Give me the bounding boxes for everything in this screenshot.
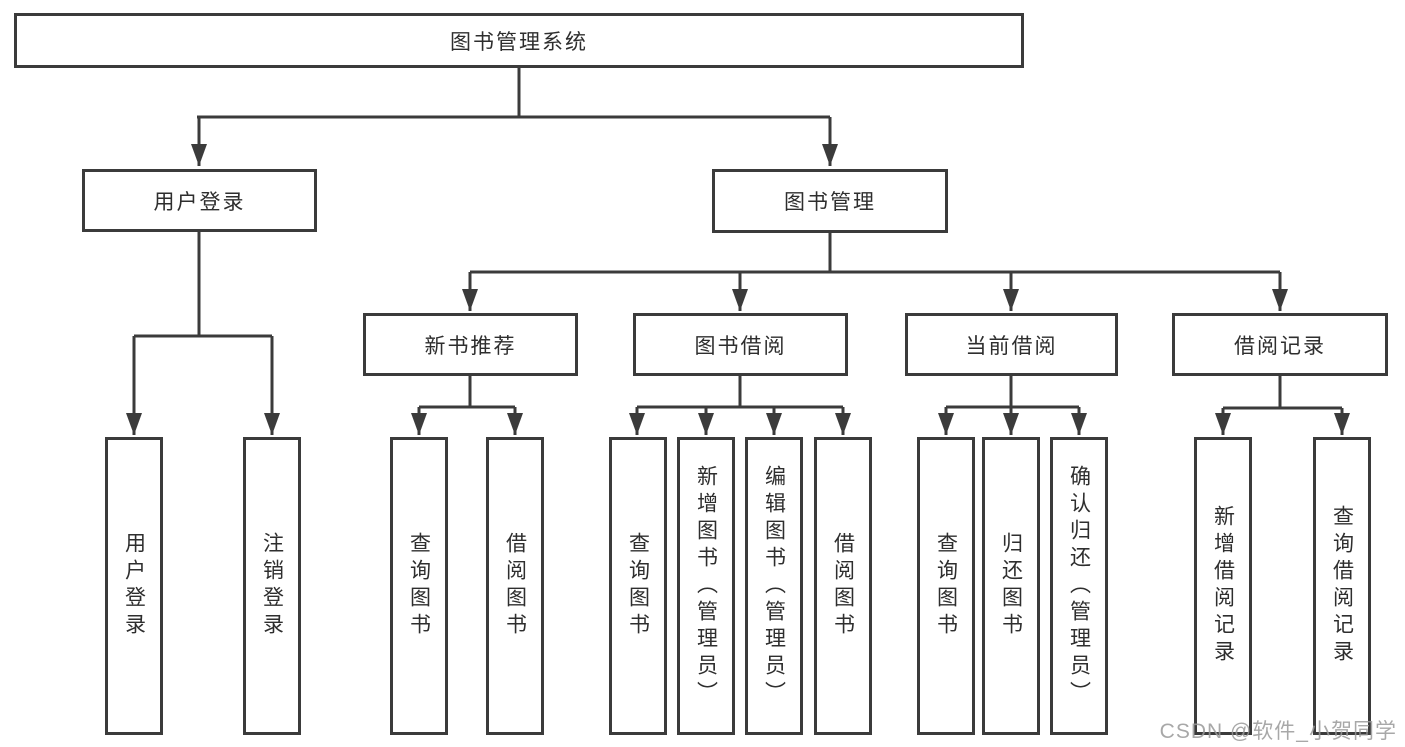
node-book-management: 图书管理 (712, 169, 948, 233)
node-label: 图书借阅 (694, 334, 787, 358)
node-leaf-borrow-books-recommend: 借阅图书 (486, 437, 544, 735)
node-label: 注销登录 (260, 532, 284, 640)
node-label: 确认归还（管理员） (1067, 464, 1091, 708)
node-label: 借阅记录 (1234, 334, 1326, 358)
node-borrowing-records: 借阅记录 (1172, 313, 1388, 376)
node-leaf-return-books: 归还图书 (982, 437, 1040, 735)
node-label: 查询图书 (407, 532, 431, 640)
node-label: 图书管理系统 (450, 30, 588, 54)
watermark: CSDN @软件_小贺同学 (1159, 720, 1397, 743)
node-label: 图书管理 (784, 191, 876, 214)
node-leaf-logout: 注销登录 (243, 437, 301, 735)
node-label: 新增图书（管理员） (694, 464, 718, 708)
node-label: 当前借阅 (965, 334, 1058, 358)
node-leaf-add-borrow-record: 新增借阅记录 (1194, 437, 1252, 735)
node-current-borrowing: 当前借阅 (905, 313, 1118, 376)
node-label: 新书推荐 (424, 334, 517, 358)
node-leaf-borrow-books: 借阅图书 (814, 437, 872, 735)
node-label: 用户登录 (153, 190, 246, 214)
node-user-login-branch: 用户登录 (82, 169, 317, 232)
node-root-system: 图书管理系统 (14, 13, 1024, 68)
node-label: 借阅图书 (831, 532, 855, 640)
node-label: 新增借阅记录 (1211, 505, 1235, 667)
node-label: 查询图书 (626, 532, 650, 640)
node-label: 编辑图书（管理员） (762, 464, 786, 708)
node-label: 归还图书 (999, 532, 1023, 640)
node-leaf-query-books-borrow: 查询图书 (609, 437, 667, 735)
node-label: 用户登录 (122, 532, 146, 640)
node-new-book-recommendation: 新书推荐 (363, 313, 578, 376)
node-leaf-query-borrow-record: 查询借阅记录 (1313, 437, 1371, 735)
node-leaf-user-login: 用户登录 (105, 437, 163, 735)
node-leaf-confirm-return-admin: 确认归还（管理员） (1050, 437, 1108, 735)
node-leaf-edit-books-admin: 编辑图书（管理员） (745, 437, 803, 735)
node-leaf-query-books-current: 查询图书 (917, 437, 975, 735)
node-label: 查询图书 (934, 532, 958, 640)
node-leaf-add-books-admin: 新增图书（管理员） (677, 437, 735, 735)
node-leaf-query-books-recommend: 查询图书 (390, 437, 448, 735)
node-book-borrowing: 图书借阅 (633, 313, 848, 376)
node-label: 借阅图书 (503, 532, 527, 640)
node-label: 查询借阅记录 (1330, 505, 1354, 667)
